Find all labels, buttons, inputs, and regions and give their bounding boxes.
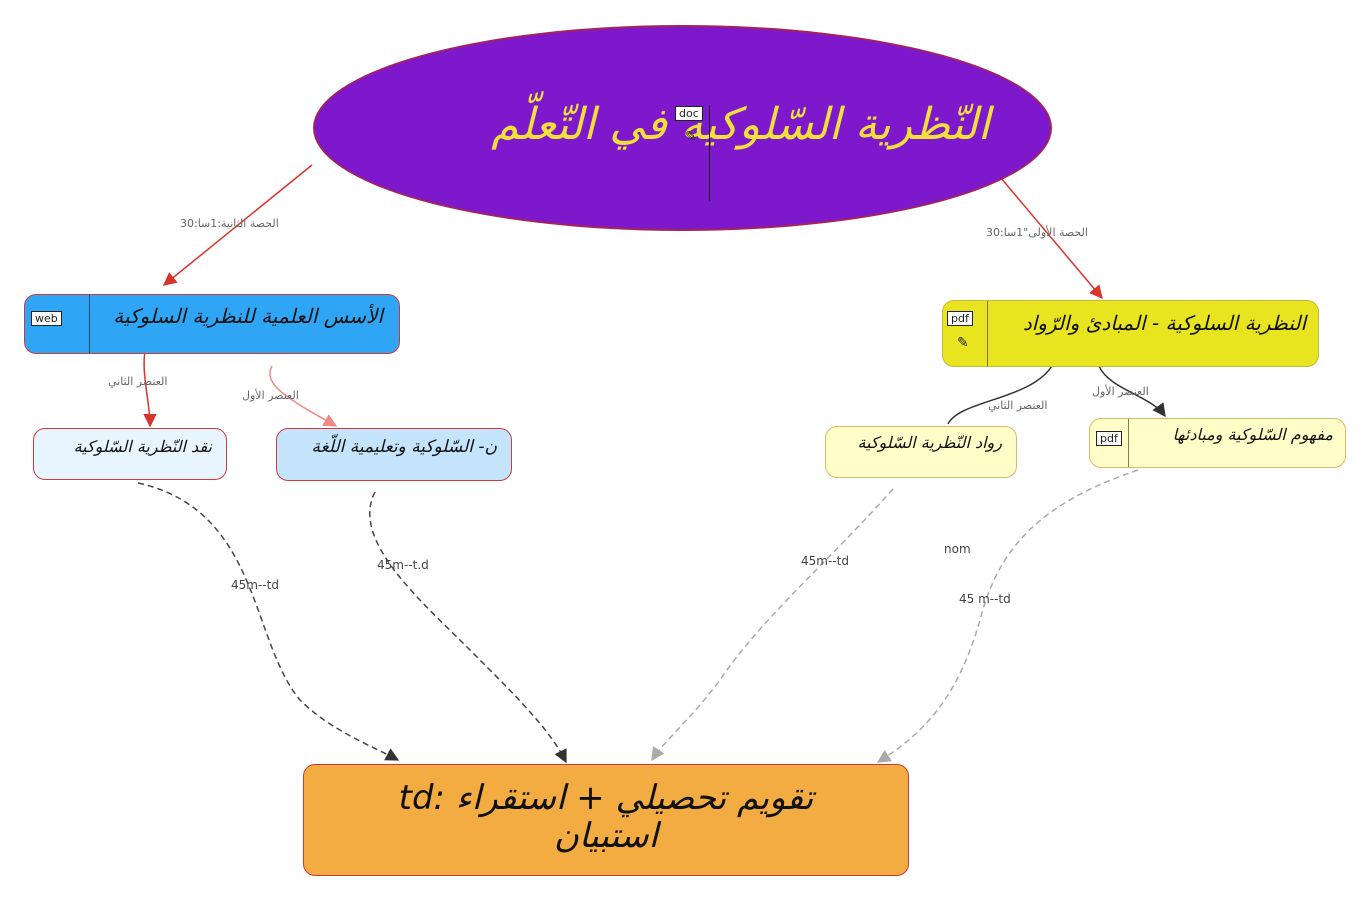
- pioneers-label: رواد النّظرية السّلوكية: [857, 433, 1002, 452]
- node-language-teaching[interactable]: ن- السّلوكية وتعليمية اللّغة: [276, 428, 512, 481]
- assessment-label: تقويم تحصيلي + استقراء :td استبيان: [304, 779, 908, 855]
- root-node[interactable]: النّظرية السّلوكية في التّعلّم doc ✎: [313, 25, 1052, 231]
- right-divider: [987, 301, 988, 366]
- edge-label-concept-td: 45 m--td: [959, 592, 1011, 606]
- edge-label-left-second: العنصر الثاني: [108, 375, 168, 388]
- doc-attachment-icon[interactable]: doc: [675, 106, 703, 121]
- assessment-label-line1: تقويم تحصيلي + استقراء :td: [398, 778, 814, 818]
- edge-label-session1: الحصة الأولى"1سا:30: [986, 226, 1088, 239]
- edge-label-right-second: العنصر الثاني: [988, 399, 1048, 412]
- concept-principles-label: مفهوم السّلوكية ومبادئها: [1172, 425, 1333, 444]
- edge-label-language-td: 45m--t.d: [377, 558, 429, 572]
- edge-label-right-first: العنصر الأول: [1092, 385, 1149, 398]
- node-pioneers[interactable]: رواد النّظرية السّلوكية: [825, 426, 1017, 478]
- node-principles-pioneers[interactable]: النظرية السلوكية - المبادئ والرّواد pdf …: [942, 300, 1319, 367]
- scientific-foundations-label: الأسس العلمية للنظرية السلوكية: [113, 304, 383, 328]
- web-link-icon[interactable]: web: [31, 311, 62, 326]
- concept-divider: [1128, 419, 1129, 467]
- pencil-icon[interactable]: ✎: [685, 129, 697, 145]
- edge-root-right: [989, 164, 1103, 300]
- root-divider: [709, 105, 710, 201]
- edge-label-pioneers-td: 45m--td: [801, 554, 849, 568]
- language-teaching-label: ن- السّلوكية وتعليمية اللّغة: [311, 437, 497, 457]
- edge-right-concept: [1098, 365, 1166, 418]
- node-concept-principles[interactable]: مفهوم السّلوكية ومبادئها pdf: [1089, 418, 1346, 468]
- edge-right-pioneers: [947, 365, 1053, 425]
- left-divider: [89, 295, 90, 353]
- root-label: النّظرية السّلوكية في التّعلّم: [491, 99, 990, 150]
- edge-left-language: [269, 365, 338, 427]
- edge-label-critique-td: 45m--td: [231, 578, 279, 592]
- pdf-attachment-icon[interactable]: pdf: [1096, 431, 1122, 446]
- edge-label-nom: nom: [944, 542, 971, 556]
- edge-label-session2: الحصة الثانية:1سا:30: [180, 217, 279, 230]
- edge-label-left-first: العنصر الأول: [242, 389, 299, 402]
- pdf-attachment-icon[interactable]: pdf: [947, 311, 973, 326]
- node-scientific-foundations[interactable]: الأسس العلمية للنظرية السلوكية web: [24, 294, 400, 354]
- pencil-icon[interactable]: ✎: [957, 335, 969, 351]
- edge-concept-bottom: [876, 469, 1139, 763]
- edge-root-left: [162, 164, 313, 286]
- principles-pioneers-label: النظرية السلوكية - المبادئ والرّواد: [1022, 311, 1306, 335]
- assessment-label-line2: استبيان: [553, 816, 659, 856]
- edge-critique-bottom: [137, 482, 400, 761]
- node-assessment[interactable]: تقويم تحصيلي + استقراء :td استبيان: [303, 764, 909, 876]
- edge-language-bottom: [369, 491, 567, 764]
- edge-pioneers-bottom: [651, 488, 894, 762]
- node-critique[interactable]: نقد النّظرية السّلوكية: [33, 428, 227, 480]
- critique-label: نقد النّظرية السّلوكية: [73, 437, 212, 456]
